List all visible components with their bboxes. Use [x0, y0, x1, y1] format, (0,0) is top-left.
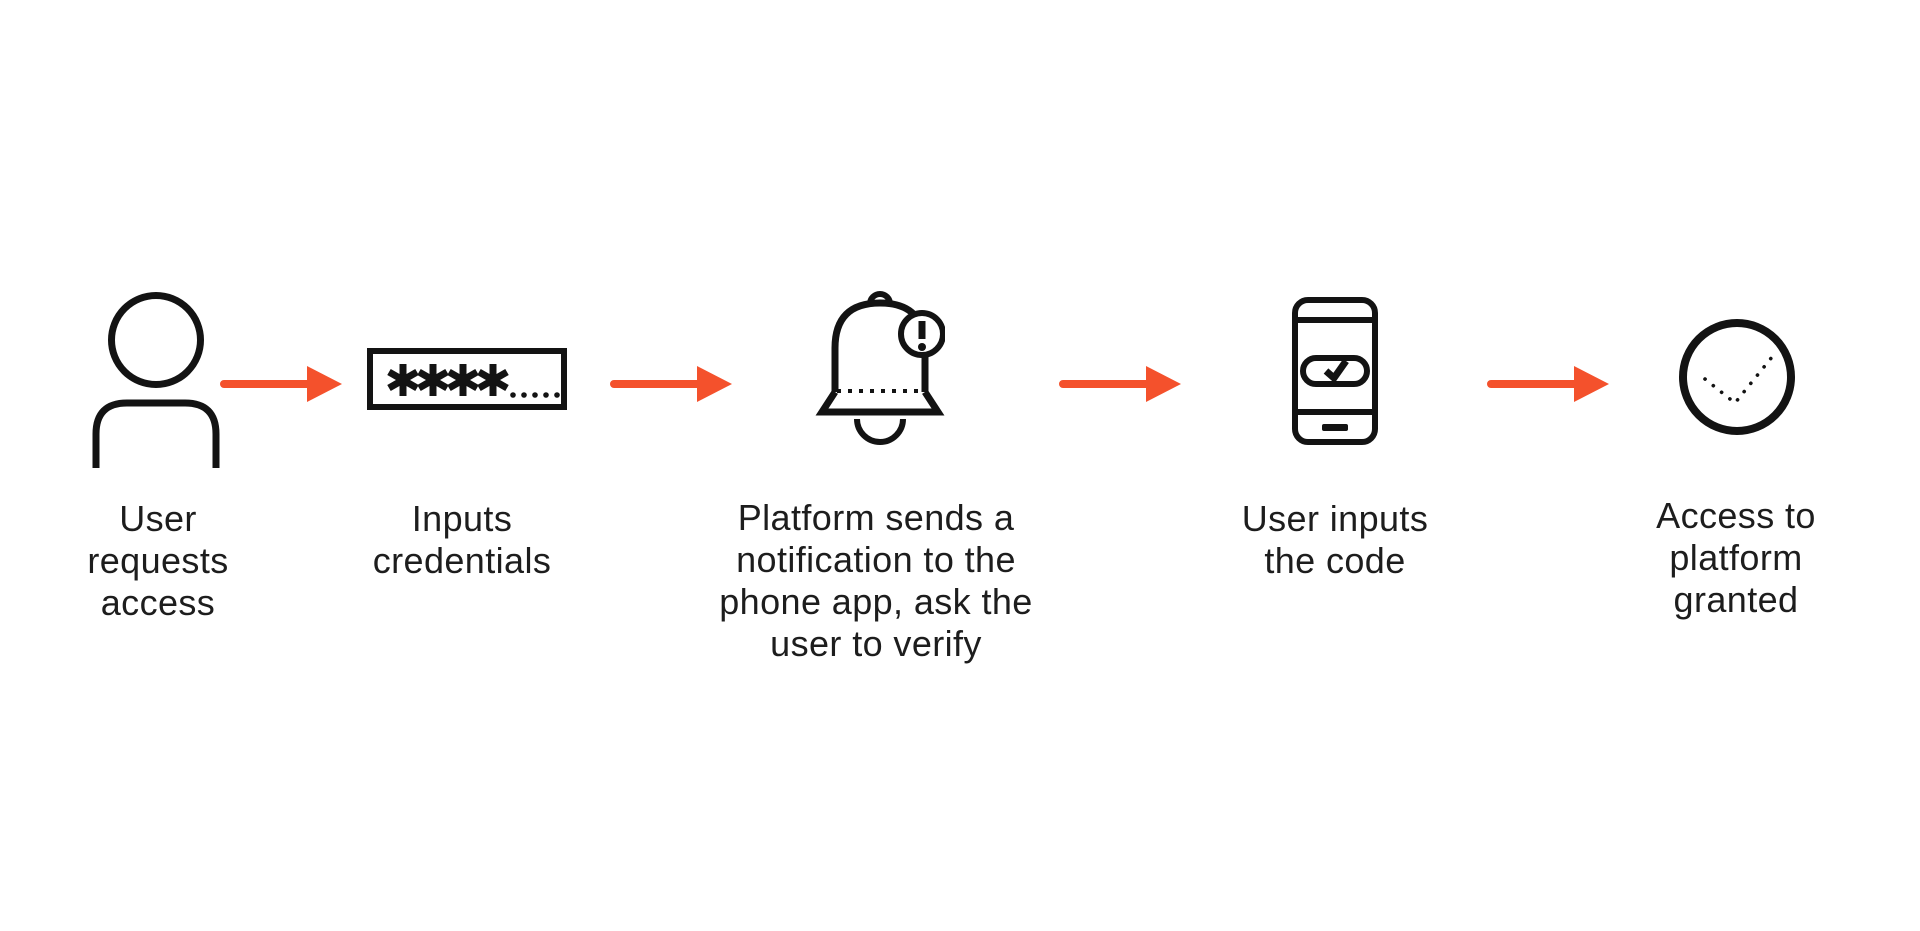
password-dots	[510, 392, 560, 398]
step-label: Access to platform granted	[1656, 495, 1816, 620]
password-field-icon	[367, 348, 567, 410]
code-pill	[1300, 355, 1370, 387]
phone-code-icon	[1292, 297, 1378, 445]
step-label: User inputs the code	[1241, 498, 1429, 581]
password-dots-text: .....	[0, 0, 1, 1]
step-label: User requests access	[87, 498, 229, 623]
user-icon	[92, 292, 220, 468]
notification-bell-icon	[815, 291, 945, 445]
password-mask-asterisks	[387, 364, 509, 396]
alert-badge-glyph: !	[0, 0, 1, 1]
flow-arrow-icon	[1487, 366, 1609, 402]
access-granted-icon	[1679, 319, 1795, 435]
flow-arrow-icon	[610, 366, 732, 402]
flow-arrow-icon	[220, 366, 342, 402]
alert-badge-icon	[898, 310, 945, 358]
password-mask-text: ****	[0, 0, 1, 1]
home-bar	[1322, 424, 1348, 431]
step-label: Inputs credentials	[372, 498, 552, 581]
check-icon	[1323, 358, 1349, 384]
flow-arrow-icon	[1059, 366, 1181, 402]
step-label: Platform sends a notification to the pho…	[719, 497, 1033, 664]
